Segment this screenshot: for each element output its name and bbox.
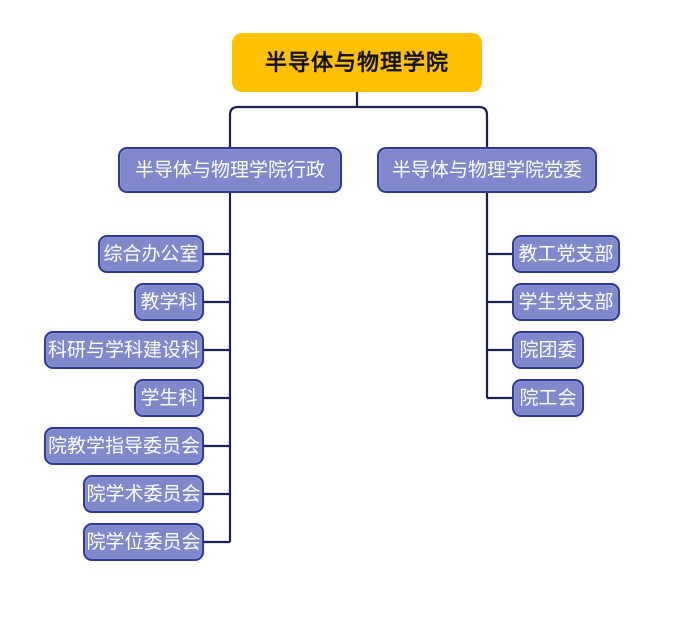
node-research-discipline-section: 科研与学科建设科: [44, 331, 204, 369]
branch-arch-line: [228, 105, 489, 147]
node-school-root: 半导体与物理学院: [232, 33, 482, 92]
node-school-administration: 半导体与物理学院行政: [118, 147, 342, 193]
node-academic-committee: 院学术委员会: [83, 475, 204, 513]
node-faculty-party-branch: 教工党支部: [512, 235, 620, 273]
node-student-party-branch: 学生党支部: [512, 283, 620, 321]
node-teaching-section: 教学科: [134, 283, 204, 321]
node-general-office: 综合办公室: [98, 235, 204, 273]
node-school-party-committee: 半导体与物理学院党委: [377, 147, 597, 193]
node-degree-committee: 院学位委员会: [83, 523, 204, 561]
node-teaching-steering-committee: 院教学指导委员会: [44, 427, 204, 465]
node-student-section: 学生科: [134, 379, 204, 417]
node-labor-union: 院工会: [512, 379, 584, 417]
node-youth-league-committee: 院团委: [512, 331, 584, 369]
